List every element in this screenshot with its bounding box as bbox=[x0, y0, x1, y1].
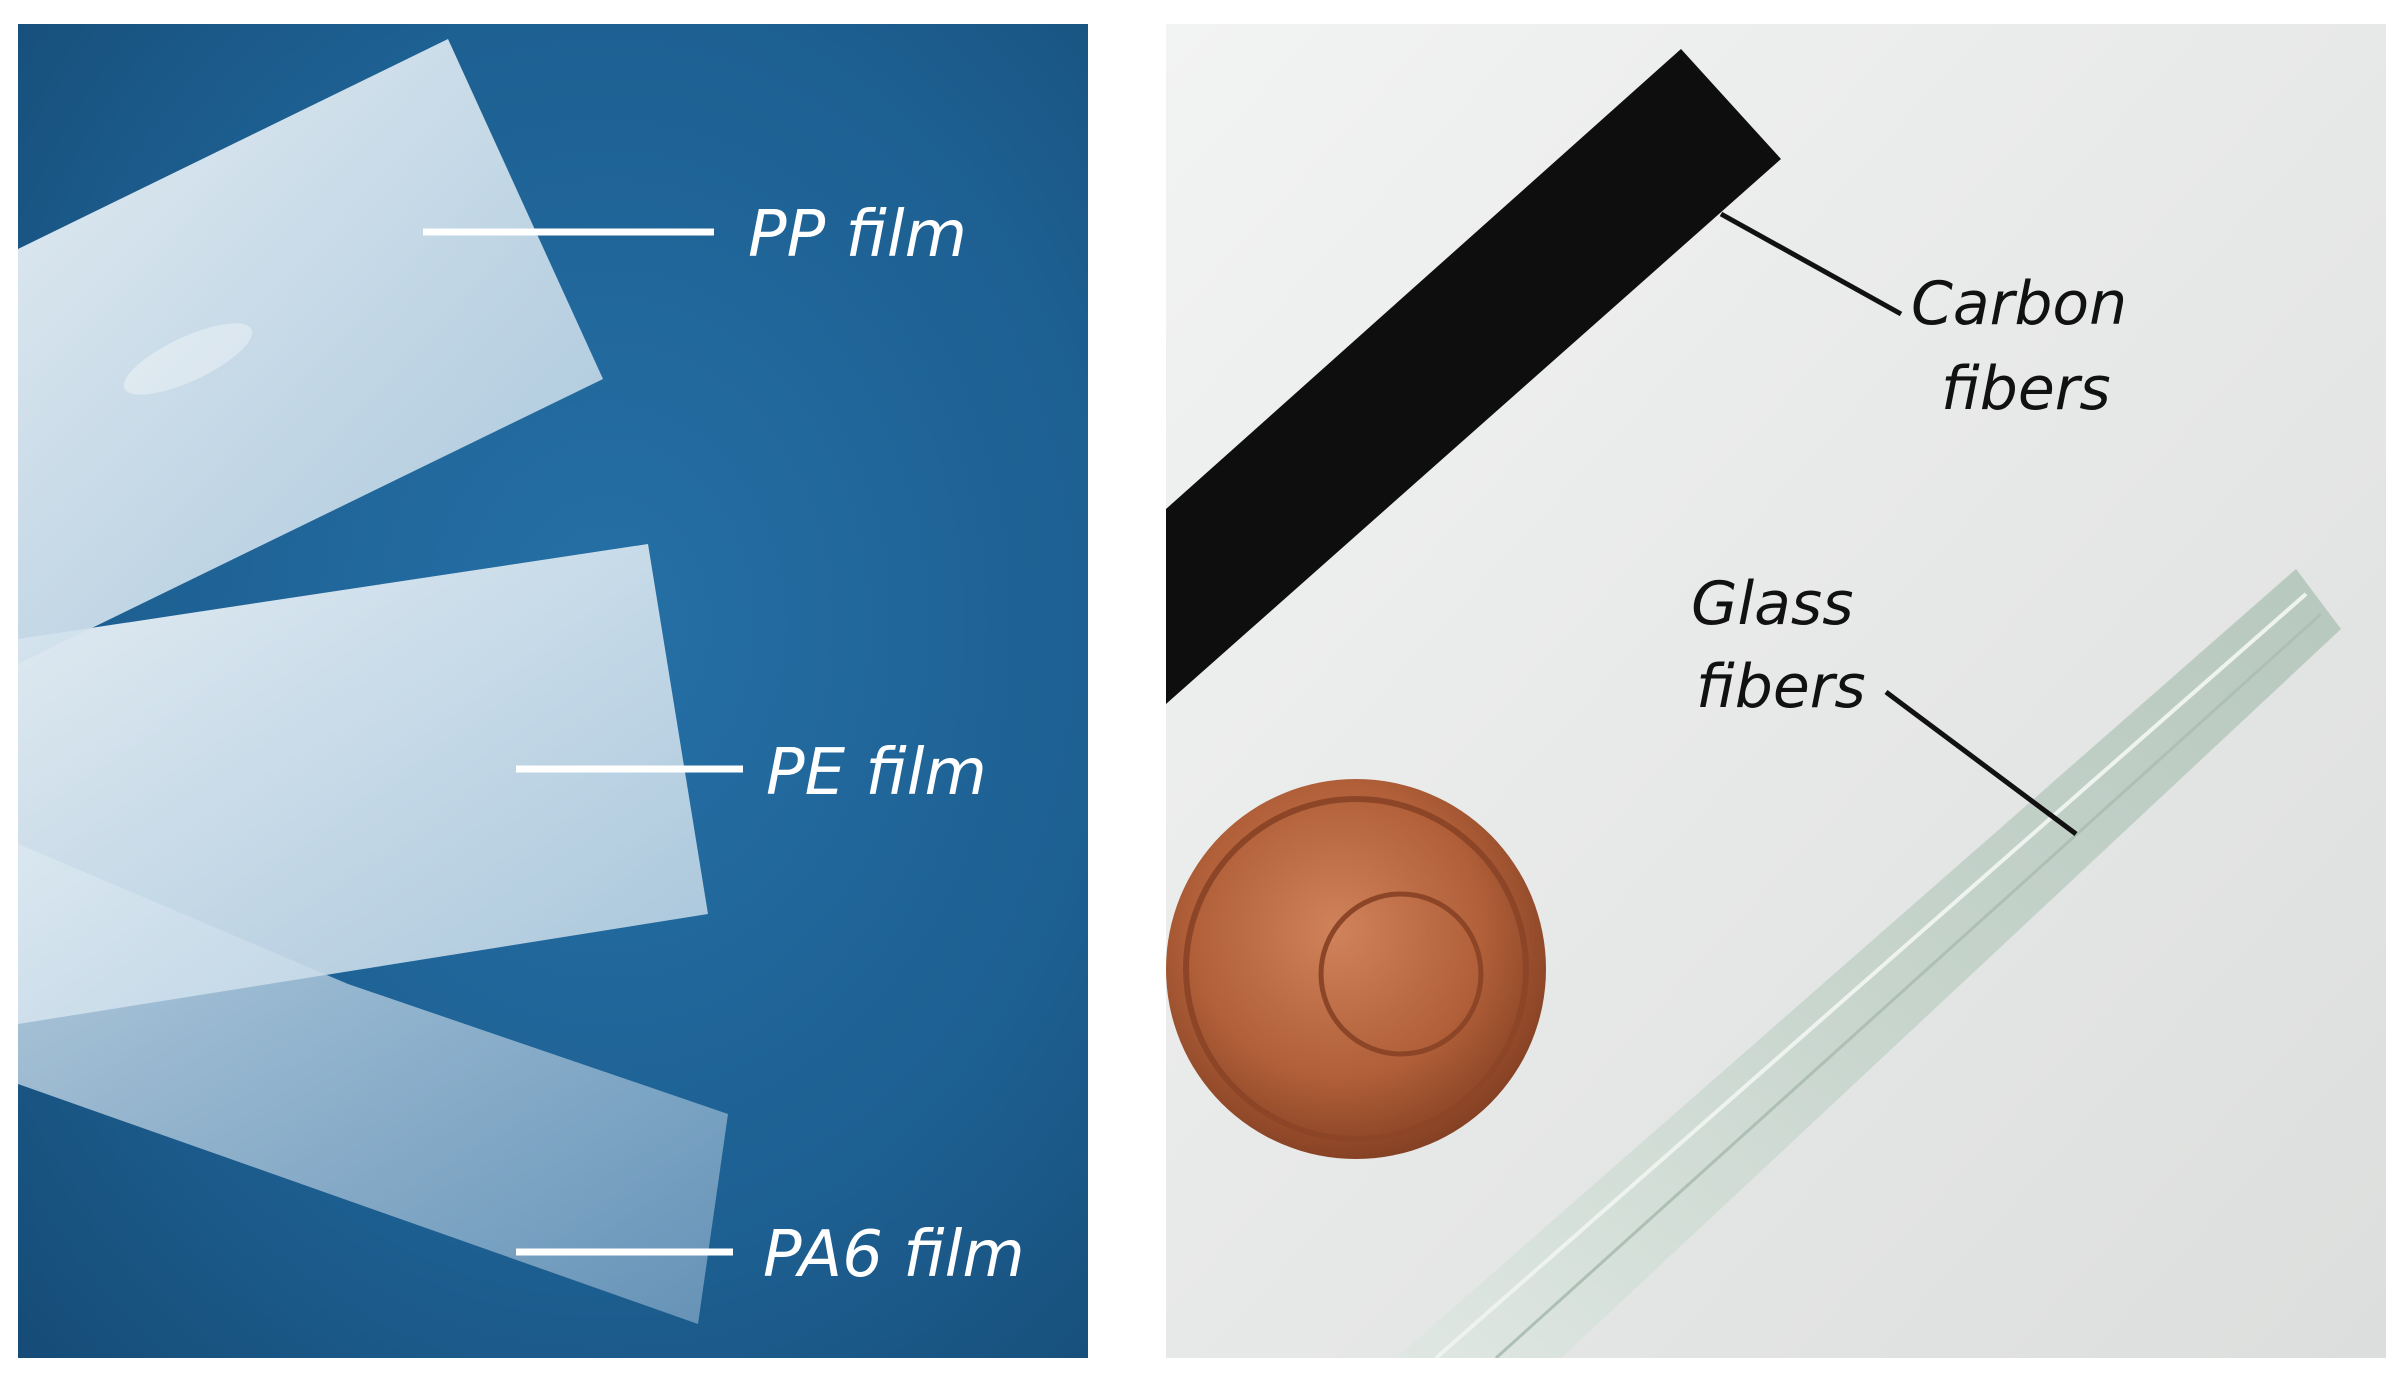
pe-film-label: PE film bbox=[766, 736, 987, 810]
pe-film-strip bbox=[18, 544, 708, 1024]
glass-label-line1: Glass bbox=[1691, 569, 1853, 639]
glass-leader-line bbox=[1884, 689, 2078, 837]
carbon-label-line1: Carbon bbox=[1911, 269, 2127, 339]
polymer-films-illustration: PP film PE film PA6 film bbox=[18, 24, 1088, 1358]
pa6-film-label: PA6 film bbox=[763, 1218, 1025, 1292]
polymer-films-photo: PP film PE film PA6 film bbox=[18, 24, 1088, 1358]
carbon-label-line2: fibers bbox=[1941, 354, 2111, 424]
carbon-fiber-tape bbox=[1166, 49, 1781, 704]
fibers-illustration: Carbon fibers Glass fibers bbox=[1166, 24, 2386, 1358]
glass-fiber-strand bbox=[1494, 612, 2323, 1358]
cent-coin bbox=[1166, 779, 1546, 1159]
pp-film-strip bbox=[18, 39, 603, 664]
fibers-photo: Carbon fibers Glass fibers bbox=[1166, 24, 2386, 1358]
coin-inner-ring bbox=[1318, 891, 1484, 1057]
pp-film-label: PP film bbox=[748, 198, 967, 272]
carbon-leader-line bbox=[1719, 211, 1903, 317]
glass-label-line2: fibers bbox=[1696, 652, 1866, 722]
coin-rim bbox=[1183, 796, 1529, 1142]
glass-fiber-bundle bbox=[1396, 569, 2341, 1358]
film-highlight bbox=[123, 323, 253, 395]
glass-fiber-strand bbox=[1434, 592, 2308, 1358]
